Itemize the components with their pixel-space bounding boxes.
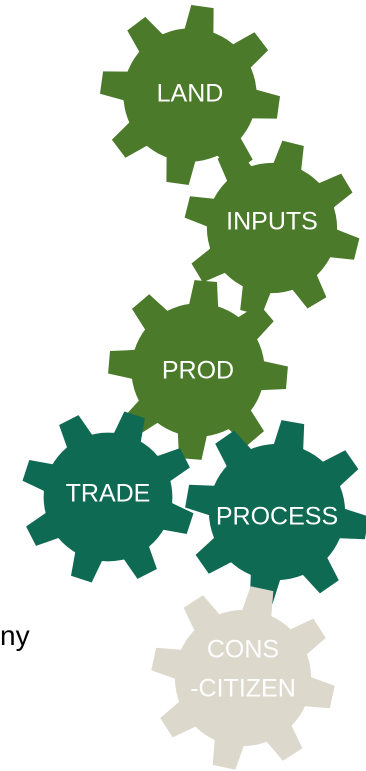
gear-trade: TRADE: [22, 411, 194, 583]
gear-cons-hub: [174, 609, 312, 747]
gear-trade-hub: [43, 432, 173, 562]
gear-process-label-0: PROCESS: [216, 503, 338, 531]
gear-trade-label-0: TRADE: [66, 480, 151, 508]
gear-cons-label-1: -CITIZEN: [190, 675, 296, 703]
gear-inputs-hub: [206, 162, 338, 294]
gear-cons: CONS -CITIZEN: [151, 586, 335, 770]
gear-prod-label-0: PROD: [162, 357, 234, 385]
gear-cons-label-0: CONS: [207, 636, 279, 664]
gear-land-hub: [123, 28, 257, 162]
gear-prod: PROD: [108, 280, 288, 460]
gear-inputs: INPUTS: [184, 140, 360, 316]
gear-process: PROCESS: [185, 420, 366, 604]
gear-land: LAND: [100, 5, 280, 185]
partial-text: ny: [0, 620, 30, 651]
gear-inputs-label-0: INPUTS: [226, 208, 318, 236]
gear-prod-hub: [131, 303, 265, 437]
gear-process-hub: [208, 443, 346, 581]
gear-land-label-0: LAND: [157, 80, 224, 108]
